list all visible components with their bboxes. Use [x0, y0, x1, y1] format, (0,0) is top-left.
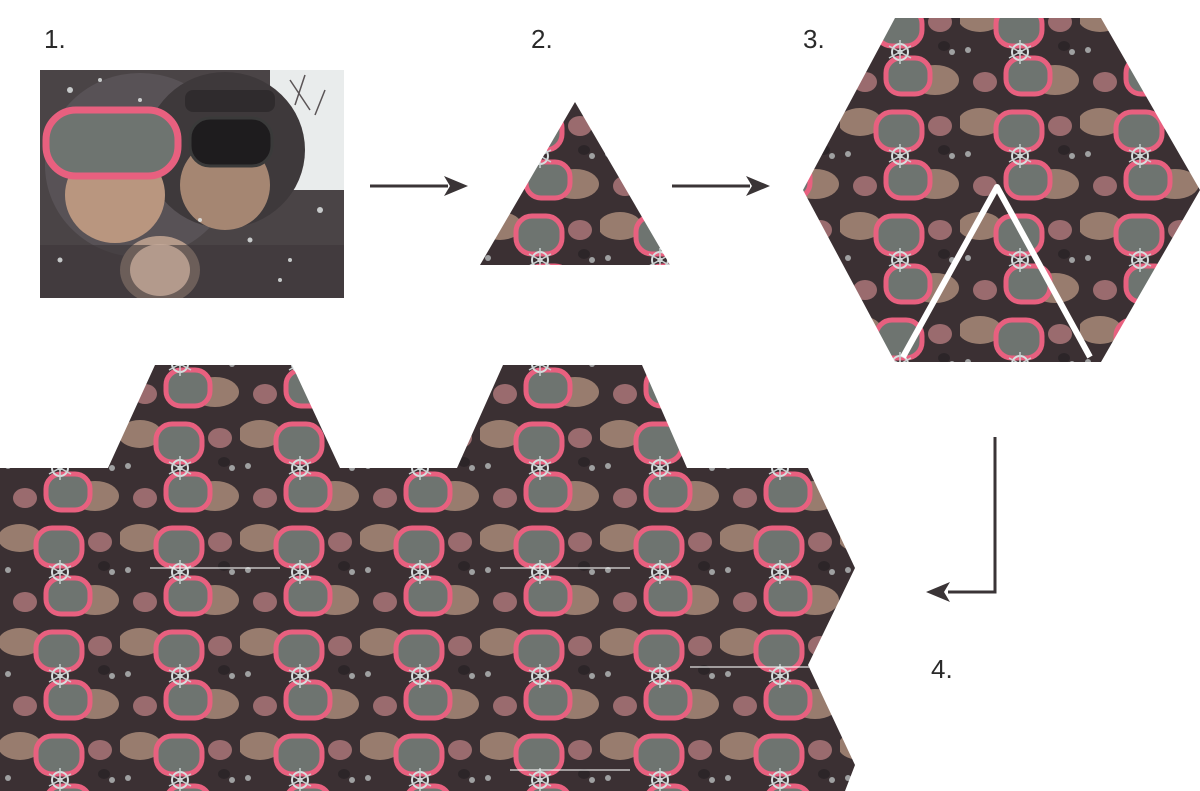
hexagon-kaleidoscope — [803, 18, 1200, 362]
step-label-2: 2. — [531, 24, 553, 54]
step-label-1: 1. — [44, 24, 66, 54]
arrow-right-icon — [370, 176, 468, 196]
tiled-pattern — [0, 365, 855, 791]
arrow-down-left-icon — [926, 437, 997, 602]
triangle-guide-lines — [900, 184, 1093, 359]
source-photo — [40, 70, 344, 298]
triangle-crop — [480, 102, 670, 265]
step-label-4: 4. — [931, 654, 953, 684]
arrow-right-icon — [672, 176, 770, 196]
step-label-3: 3. — [803, 24, 825, 54]
